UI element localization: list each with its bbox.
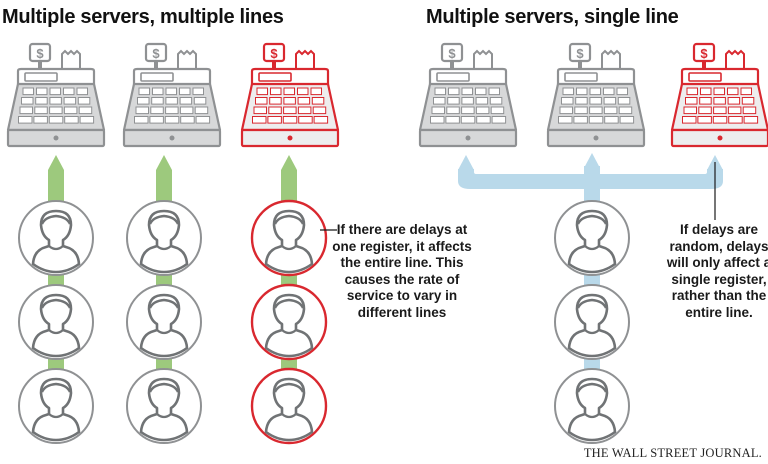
customer-left-2-2 (125, 283, 203, 361)
customer-right-3 (553, 367, 631, 445)
customer-left-1-1 (17, 199, 95, 277)
register-left-2 (122, 42, 222, 148)
customer-right-1 (553, 199, 631, 277)
customer-right-2 (553, 283, 631, 361)
customer-left-1-3 (17, 367, 95, 445)
register-right-1 (418, 42, 518, 148)
customer-left-2-1 (125, 199, 203, 277)
customer-left-3-3 (250, 367, 328, 445)
register-right-3-highlighted (670, 42, 768, 148)
register-left-1 (6, 42, 106, 148)
customer-left-3-1 (250, 199, 328, 277)
note-multiple-lines: If there are delays at one register, it … (332, 222, 472, 320)
register-left-3-highlighted (240, 42, 340, 148)
customer-left-1-2 (17, 283, 95, 361)
title-single-line: Multiple servers, single line (426, 6, 679, 28)
note-single-line: If delays are random, delays will only a… (666, 222, 768, 320)
customer-left-2-3 (125, 367, 203, 445)
wsj-credit: THE WALL STREET JOURNAL. (583, 446, 762, 460)
title-multiple-lines: Multiple servers, multiple lines (2, 6, 284, 28)
register-right-2 (546, 42, 646, 148)
customer-left-3-2 (250, 283, 328, 361)
